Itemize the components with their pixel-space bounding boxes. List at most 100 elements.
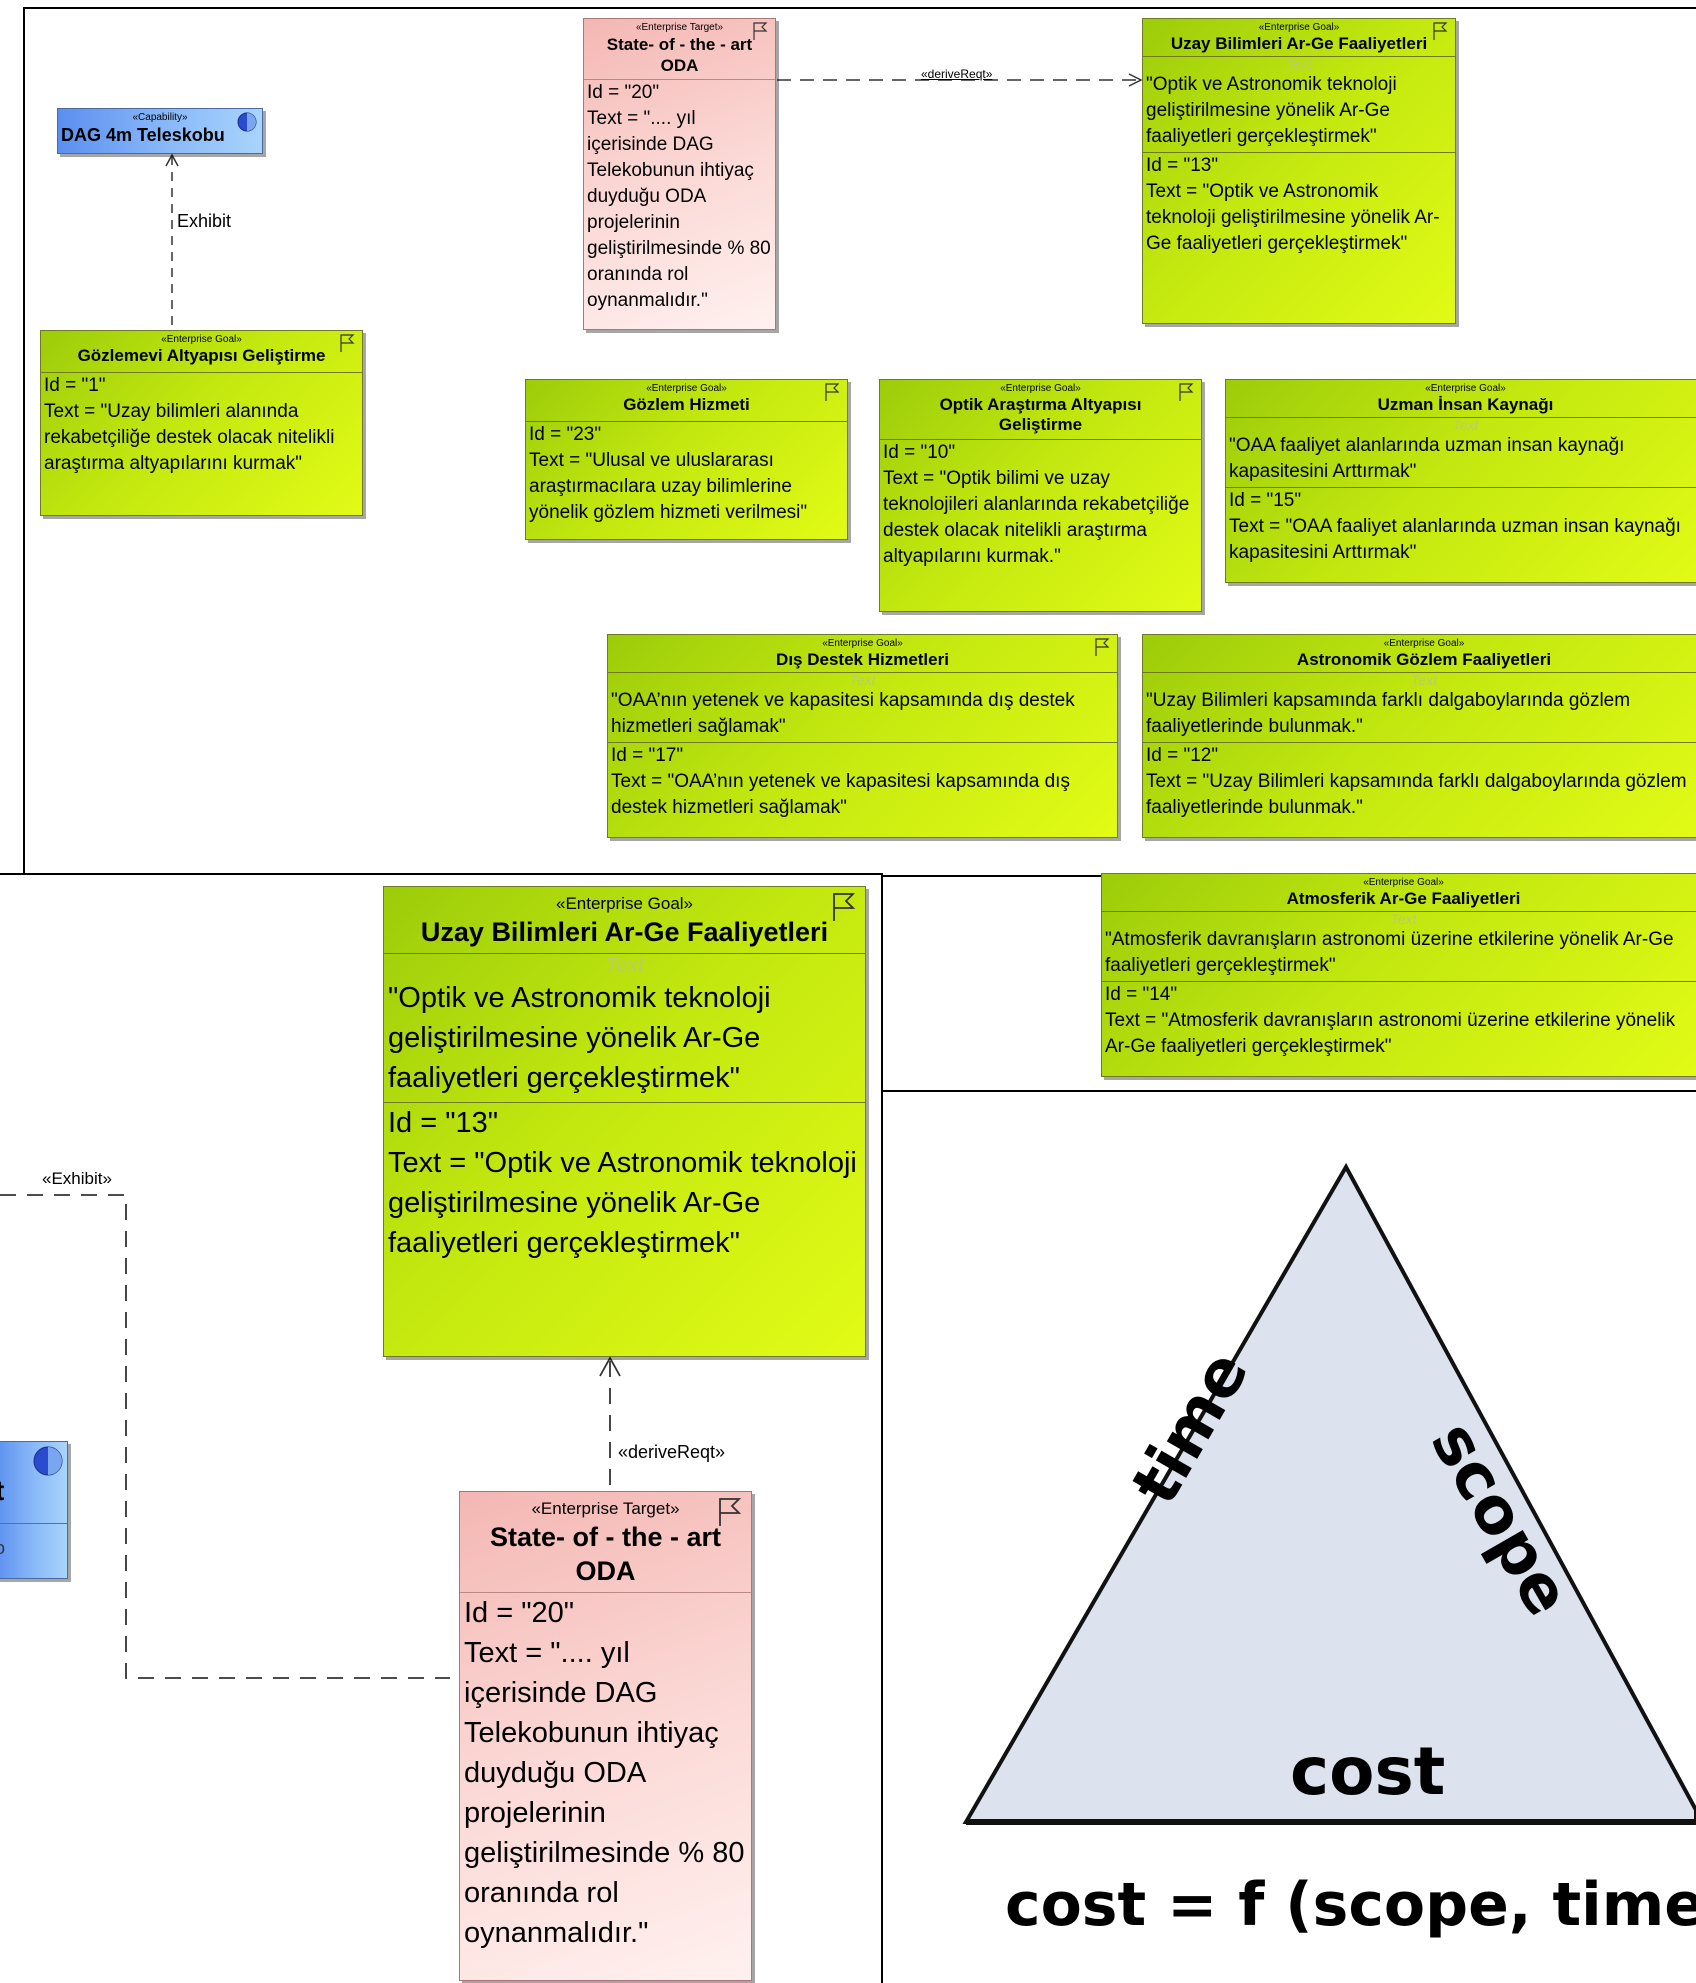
flag-icon [719,1498,742,1526]
stereotype: «Enterprise Target» [635,22,724,33]
divider [1143,742,1696,743]
zoom-target-state-of-the-art-oda[interactable]: «Enterprise Target» State- of - the - ar… [459,1491,752,1981]
stereotype: «Enterprise Goal» [1425,383,1506,394]
flag-icon [1095,638,1110,656]
divider [880,439,1201,440]
goal-text: "Optik ve Astronomik teknoloji geliştiri… [388,982,779,1094]
stereotype: «Enterprise Goal» [1363,877,1444,888]
exhibit-connector [0,1194,450,1679]
partial-cap-title: t [0,1475,4,1507]
flag-icon [833,893,856,921]
text-tag: Text [605,954,644,977]
derive-label: «deriveReqt» [921,67,993,81]
goal-attributes: Id = "13" Text = "Optik ve Astronomik te… [1146,155,1440,254]
stereotype: «Capability» [132,112,188,123]
divider [384,953,865,954]
stereotype: «Enterprise Target» [531,1499,680,1518]
triangle-shape [962,1162,1696,1824]
top-connectors [165,73,1143,330]
goal-gozlemevi-altyapisi[interactable]: «Enterprise Goal» Gözlemevi Altyapısı Ge… [40,330,363,516]
goal-text: "OAA faaliyet alanlarında uzman insan ka… [1229,435,1630,482]
goal-uzay-bilimleri-arge[interactable]: «Enterprise Goal» Uzay Bilimleri Ar-Ge F… [1142,18,1456,324]
stereotype: «Enterprise Goal» [822,638,903,649]
capability-dag-4m-teleskobu[interactable]: «Capability» DAG 4m Teleskobu [57,108,263,154]
goal-name: Dış Destek Hizmetleri [776,650,949,669]
divider [1102,981,1696,982]
zoom-derive-label: «deriveReqt» [618,1442,726,1462]
target-name: State- of - the - art ODA [606,35,753,75]
triangle-formula: cost = f (scope, time [1005,1870,1696,1940]
divider [608,742,1117,743]
capability-icon [237,112,257,132]
goal-text: "Optik ve Astronomik teknoloji geliştiri… [1146,74,1402,147]
stereotype: «Enterprise Goal» [1383,638,1465,649]
text-tag: Text [1286,56,1312,72]
divider [608,672,1117,673]
divider [526,421,847,422]
goal-name: Gözlem Hizmeti [623,395,750,414]
goal-text: "Atmosferik davranışların astronomi üzer… [1105,929,1679,976]
capability-name: DAG 4m Teleskobu [61,125,225,145]
goal-optik-arastirma[interactable]: «Enterprise Goal» Optik Araştırma Altyap… [879,379,1202,612]
goal-name: Optik Araştırma Altyapısı Geliştirme [939,395,1142,434]
goal-attributes: Id = "1" Text = "Uzay bilimleri alanında… [44,375,335,474]
project-triangle [962,1162,1696,1825]
goal-attributes: Id = "17" Text = "OAA’nın yetenek ve kap… [611,745,1070,818]
triangle-panel-divider [881,1090,1696,1092]
target-attributes: Id = "20" Text = ".... yıl içerisinde DA… [587,82,771,311]
flag-icon [1433,22,1448,40]
goal-name: Gözlemevi Altyapısı Geliştirme [77,346,326,365]
goal-name: Uzay Bilimleri Ar-Ge Faaliyetleri [1170,34,1428,53]
top-frame-tab-line [23,7,353,9]
goal-name: Uzman İnsan Kaynağı [1377,395,1554,414]
text-tag: Text [849,672,876,688]
text-tag: Text [1452,417,1479,433]
divider [1226,417,1696,418]
stereotype: «Enterprise Goal» [1258,22,1340,33]
capability-icon [33,1446,63,1476]
goal-attributes: Id = "15" Text = "OAA faaliyet alanların… [1229,490,1681,563]
flag-icon [825,383,840,401]
goal-dis-destek-hizmetleri[interactable]: «Enterprise Goal» Dış Destek Hizmetleri … [607,634,1118,838]
zoom-exhibit-label: «Exhibit» [42,1169,112,1188]
flag-icon [753,22,768,40]
stereotype: «Enterprise Goal» [646,383,727,394]
exhibit-label: Exhibit [177,211,232,231]
goal-text: "OAA’nın yetenek ve kapasitesi kapsamınd… [611,690,1080,737]
divider [1143,56,1455,57]
target-attributes: Id = "20" Text = ".... yıl içerisinde DA… [464,1597,745,1949]
goal-attributes: Id = "12" Text = "Uzay Bilimleri kapsamı… [1146,745,1687,818]
stereotype: «Enterprise Goal» [1000,383,1081,394]
goal-astronomik-gozlem[interactable]: «Enterprise Goal» Astronomik Gözlem Faal… [1142,634,1696,838]
divider [384,1102,865,1103]
target-state-of-the-art-oda[interactable]: «Enterprise Target» State- of - the - ar… [583,18,776,330]
exhibit-arrowhead [165,153,179,167]
goal-gozlem-hizmeti[interactable]: «Enterprise Goal» Gözlem Hizmeti Id = "2… [525,379,848,540]
divider [1226,487,1696,488]
flag-icon [340,334,355,352]
capability-partial[interactable]: t o [0,1441,68,1579]
goal-name: Uzay Bilimleri Ar-Ge Faaliyetleri [420,917,829,947]
zoom-connectors [0,1194,621,1679]
divider [460,1592,751,1593]
goal-attributes: Id = "10" Text = "Optik bilimi ve uzay t… [883,442,1190,567]
goal-attributes: Id = "14" Text = "Atmosferik davranışlar… [1105,984,1676,1057]
goal-atmosferik-arge[interactable]: «Enterprise Goal» Atmosferik Ar-Ge Faali… [1101,873,1696,1077]
stereotype: «Enterprise Goal» [555,894,694,913]
divider [1143,152,1455,153]
zoom-goal-uzay-bilimleri-arge[interactable]: «Enterprise Goal» Uzay Bilimleri Ar-Ge F… [383,886,866,1357]
divider [1143,672,1696,673]
partial-cap-attr: o [0,1538,5,1559]
divider [584,79,775,80]
text-tag: Text [1411,672,1437,688]
goal-uzman-insan-kaynagi[interactable]: «Enterprise Goal» Uzman İnsan Kaynağı Te… [1225,379,1696,583]
goal-text: "Uzay Bilimleri kapsamında farklı dalgab… [1146,690,1636,737]
goal-attributes: Id = "23" Text = "Ulusal ve uluslararası… [529,424,808,523]
flag-icon [1179,383,1194,401]
goal-name: Astronomik Gözlem Faaliyetleri [1296,650,1552,669]
stereotype: «Enterprise Goal» [161,334,242,345]
text-tag: Text [1390,911,1417,927]
target-name: State- of - the - art ODA [489,1522,721,1586]
divider [0,1523,67,1524]
goal-attributes: Id = "13" Text = "Optik ve Astronomik te… [388,1107,857,1259]
